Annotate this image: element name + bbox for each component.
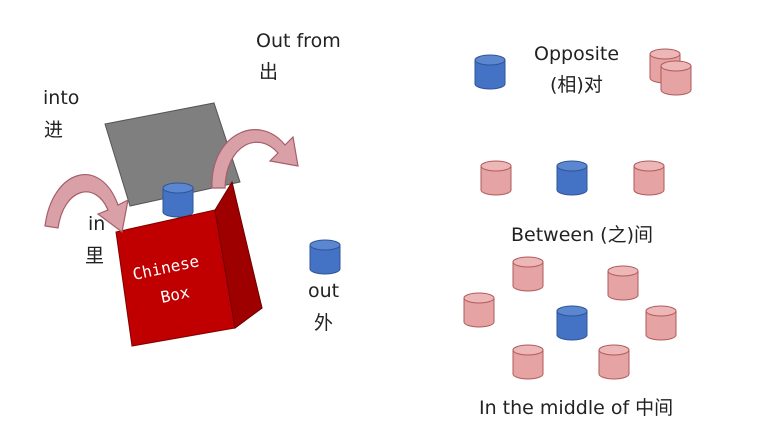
in-chinese: 里 [85,245,104,267]
between-group: Between (之)间 [480,160,665,246]
between-pink-right [633,160,665,196]
middle-label: In the middle of 中间 [479,397,673,419]
middle-pink-1 [512,256,544,292]
middle-group: In the middle of 中间 [463,256,677,419]
opposite-blue-cylinder [474,54,506,90]
into-chinese: 进 [44,119,63,141]
between-label: Between (之)间 [511,224,653,246]
into-label: into [43,87,79,109]
inside-cylinder [162,182,194,218]
out-label: out [308,280,339,302]
opposite-group: Opposite (相)对 [474,43,692,96]
chinese-box: Chinese Box [104,102,263,347]
middle-pink-2 [607,265,639,301]
out-from-label: Out from [256,30,341,52]
into-arrow [44,174,129,234]
opposite-label: Opposite [534,43,619,65]
middle-pink-6 [598,344,630,380]
box-lid [104,102,241,207]
in-label: in [88,213,105,235]
out-from-arrow [211,129,299,189]
middle-pink-3 [463,292,495,328]
middle-blue-center [556,305,588,341]
middle-pink-4 [645,305,677,341]
out-chinese: 外 [314,312,333,334]
out-from-chinese: 出 [259,61,278,83]
between-blue-center [556,160,588,196]
middle-pink-5 [512,344,544,380]
opposite-pink-cylinder-front [660,60,692,96]
between-pink-left [480,160,512,196]
outside-cylinder [309,239,341,275]
opposite-chinese: (相)对 [550,74,603,96]
